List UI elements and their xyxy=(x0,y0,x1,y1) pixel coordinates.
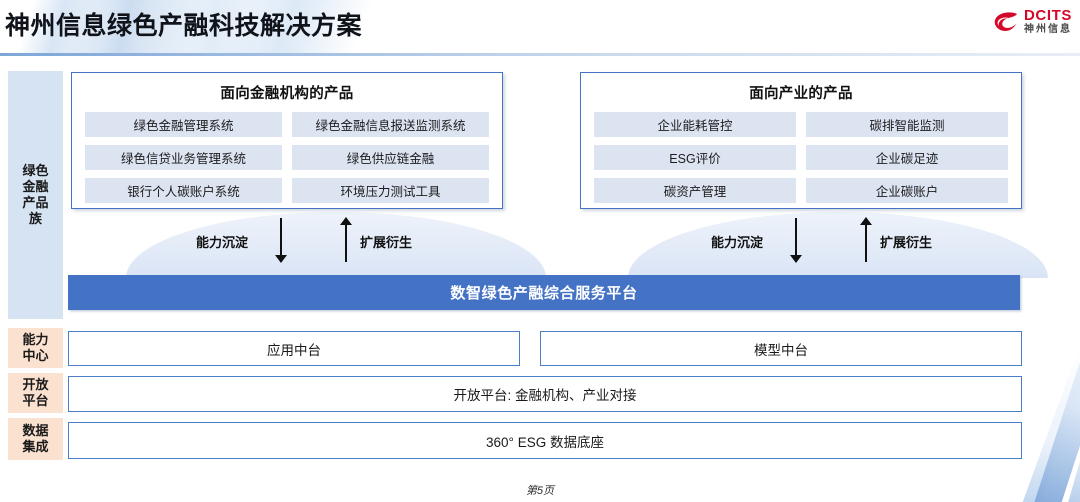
sidebar-item-green-finance-product-family[interactable]: 绿色 金融 产品 族 xyxy=(8,71,63,319)
logo-cn-text: 神州信息 xyxy=(1024,24,1072,35)
dcits-swirl-icon xyxy=(993,11,1019,33)
header-decoration xyxy=(0,0,1080,56)
flow-label-left-down: 能力沉淀 xyxy=(196,235,249,250)
sidebar-item-capability-center[interactable]: 能力 中心 xyxy=(8,328,63,368)
platform-label: 数智绿色产融综合服务平台 xyxy=(450,285,638,302)
panel-title-1: 面向产业的产品 xyxy=(749,86,853,102)
flow-label-right-down: 能力沉淀 xyxy=(711,235,764,250)
panel-product-grid-0: 绿色金融管理系统 绿色金融信息报送监测系统 绿色信贷业务管理系统 绿色供应链金融… xyxy=(72,112,502,215)
capability-card-model-midplatform[interactable]: 模型中台 xyxy=(540,331,1022,366)
background-arc-right xyxy=(628,212,1048,278)
data-foundation-card[interactable]: 360° ESG 数据底座 xyxy=(68,422,1022,459)
dcits-logo: DCITS 神州信息 xyxy=(993,8,1072,35)
platform-bar[interactable]: 数智绿色产融综合服务平台 xyxy=(68,275,1020,310)
product-item[interactable]: 绿色金融管理系统 xyxy=(85,112,282,137)
arrow-down-left-icon xyxy=(274,218,288,263)
open-platform-card[interactable]: 开放平台: 金融机构、产业对接 xyxy=(68,376,1022,412)
product-item[interactable]: 银行个人碳账户系统 xyxy=(85,178,282,203)
sidebar-item-data-integration[interactable]: 数据 集成 xyxy=(8,418,63,460)
arrow-down-right-icon xyxy=(789,218,803,263)
product-item[interactable]: 绿色供应链金融 xyxy=(292,145,489,170)
product-item[interactable]: 企业碳足迹 xyxy=(806,145,1008,170)
page-number: 第5页 xyxy=(525,485,555,497)
sidebar-label-0: 绿色 金融 产品 族 xyxy=(22,163,49,226)
data-foundation-label: 360° ESG 数据底座 xyxy=(486,434,604,450)
capability-label-1: 模型中台 xyxy=(754,342,808,358)
arrow-up-left-icon xyxy=(339,217,353,262)
product-item[interactable]: 碳资产管理 xyxy=(594,178,796,203)
flow-label-left-up: 扩展衍生 xyxy=(360,235,413,250)
panel-title-0: 面向金融机构的产品 xyxy=(220,86,354,102)
logo-en-text: DCITS xyxy=(1024,7,1072,24)
flow-label-right-up: 扩展衍生 xyxy=(880,235,933,250)
product-item[interactable]: 企业碳账户 xyxy=(806,178,1008,203)
logo-text: DCITS 神州信息 xyxy=(1024,8,1072,35)
sidebar-item-open-platform[interactable]: 开放 平台 xyxy=(8,373,63,413)
header-divider xyxy=(0,53,1080,56)
corner-decoration xyxy=(980,304,1080,502)
panel-financial-institutions[interactable]: 面向金融机构的产品 绿色金融管理系统 绿色金融信息报送监测系统 绿色信贷业务管理… xyxy=(71,72,503,209)
product-item[interactable]: 企业能耗管控 xyxy=(594,112,796,137)
arrow-up-right-icon xyxy=(859,217,873,262)
sidebar-label-3: 数据 集成 xyxy=(22,423,49,454)
capability-card-application-midplatform[interactable]: 应用中台 xyxy=(68,331,520,366)
product-item[interactable]: 绿色金融信息报送监测系统 xyxy=(292,112,489,137)
product-item[interactable]: 碳排智能监测 xyxy=(806,112,1008,137)
page-title: 神州信息绿色产融科技解决方案 xyxy=(5,12,363,40)
capability-label-0: 应用中台 xyxy=(267,342,321,358)
panel-product-grid-1: 企业能耗管控 碳排智能监测 ESG评价 企业碳足迹 碳资产管理 企业碳账户 xyxy=(581,112,1021,215)
sidebar-label-1: 能力 中心 xyxy=(22,332,49,363)
product-item[interactable]: ESG评价 xyxy=(594,145,796,170)
product-item[interactable]: 绿色信贷业务管理系统 xyxy=(85,145,282,170)
slide-header: 神州信息绿色产融科技解决方案 DCITS 神州信息 xyxy=(0,0,1080,56)
background-arc-left xyxy=(126,212,546,278)
sidebar-label-2: 开放 平台 xyxy=(22,377,49,408)
product-item[interactable]: 环境压力测试工具 xyxy=(292,178,489,203)
open-platform-label: 开放平台: 金融机构、产业对接 xyxy=(453,388,637,403)
panel-industry[interactable]: 面向产业的产品 企业能耗管控 碳排智能监测 ESG评价 企业碳足迹 碳资产管理 … xyxy=(580,72,1022,209)
